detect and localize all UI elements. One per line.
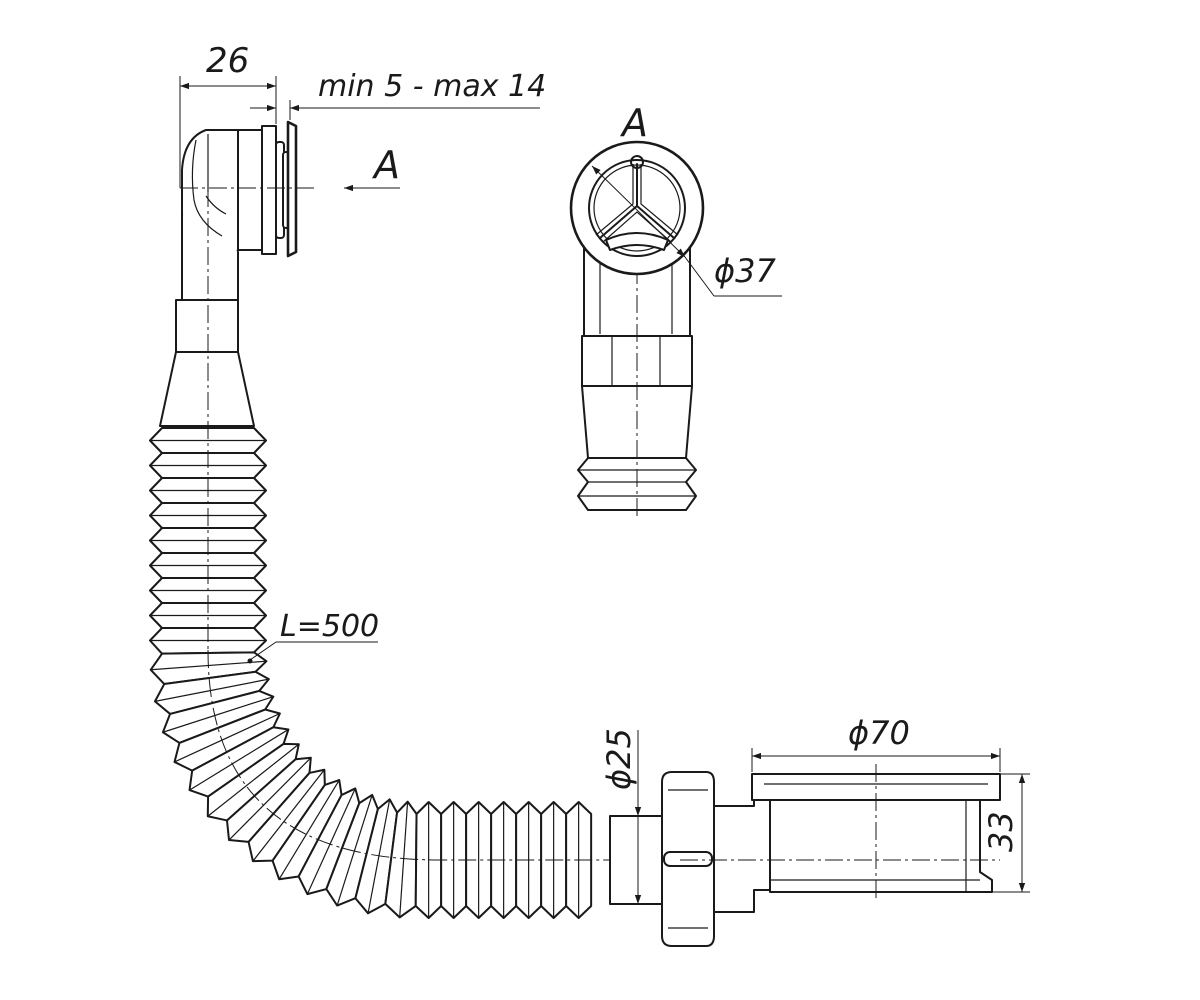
hose-rib-crest bbox=[399, 801, 409, 918]
overflow-head bbox=[180, 120, 316, 301]
hose-rib-crest bbox=[207, 743, 300, 817]
dim-d25-label: ϕ25 bbox=[600, 728, 638, 790]
hose-length-label: L=500 bbox=[280, 609, 379, 644]
hose-rib-crest bbox=[278, 779, 340, 880]
hose-rib-crest bbox=[306, 788, 356, 895]
bottom-outlet bbox=[609, 764, 1001, 947]
corrugated-hose bbox=[149, 427, 593, 919]
hose-rib-crest bbox=[189, 728, 289, 791]
dim-33-label: 33 bbox=[982, 811, 1020, 852]
view-arrow-label: A bbox=[371, 143, 400, 187]
hose-rib-crest bbox=[252, 769, 325, 862]
dim-min-max-label: min 5 - max 14 bbox=[318, 69, 546, 104]
view-a-title: A bbox=[619, 101, 648, 145]
dim-26-label: 26 bbox=[206, 41, 249, 81]
hose-rib-crest bbox=[174, 712, 281, 763]
hose-rib-crest bbox=[162, 696, 274, 733]
dimensions bbox=[179, 76, 1030, 905]
hose-rib-crest bbox=[336, 794, 373, 906]
dim-d37-label: ϕ37 bbox=[714, 252, 776, 290]
hose-rib-crest bbox=[154, 678, 269, 702]
hose-rib-crest bbox=[228, 757, 312, 841]
view-a bbox=[569, 140, 705, 520]
hose-rib-crest bbox=[367, 799, 391, 914]
dim-d70-label: ϕ70 bbox=[848, 714, 910, 752]
upper-coupling bbox=[159, 299, 255, 427]
